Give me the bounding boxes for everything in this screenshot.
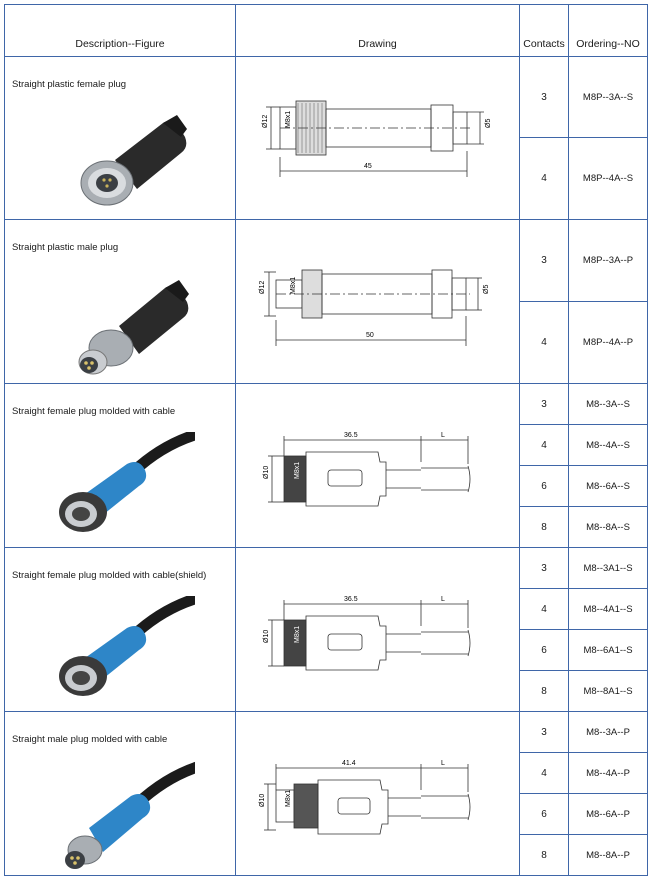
drawing-cell: 36.5 L Ø10 M8x1 [235, 547, 520, 712]
product-cell: Straight male plug molded with cable [4, 711, 236, 876]
female-plug-drawing: Ø12 M8x1 45 Ø5 [262, 100, 492, 177]
dim-diameter: Ø10 [263, 466, 270, 479]
header-description: Description--Figure [4, 4, 236, 57]
contacts-cell: 4 [519, 588, 569, 630]
ordering-cell: M8--6A1--S [568, 629, 648, 671]
ordering-cell: M8--3A1--S [568, 547, 648, 589]
contacts-cell: 3 [519, 219, 569, 302]
female-cable-drawing: 36.5 L Ø10 M8x1 [263, 432, 471, 507]
table-row: 6 M8--6A--S [5, 465, 648, 507]
contacts-cell: 4 [519, 137, 569, 220]
product-table: Description--Figure Drawing Contacts Ord… [4, 4, 648, 876]
contacts-cell: 4 [519, 752, 569, 794]
dim-thread: M8x1 [294, 462, 301, 479]
dim-cable: L [441, 760, 445, 767]
ordering-cell: M8--8A--S [568, 506, 648, 548]
ordering-cell: M8--4A1--S [568, 588, 648, 630]
ordering-cell: M8P--3A--S [568, 56, 648, 138]
product-title: Straight male plug molded with cable [12, 734, 168, 745]
dim-end: Ø5 [485, 119, 492, 128]
ordering-cell: M8P--4A--S [568, 137, 648, 220]
table-row: 4 M8--4A--S [5, 424, 648, 466]
contacts-cell: 3 [519, 547, 569, 589]
ordering-cell: M8--8A--P [568, 834, 648, 876]
male-cable-drawing: 41.4 L Ø10 M8x1 [259, 760, 471, 835]
blue-male-cable-photo [65, 761, 195, 869]
dim-cable: L [441, 596, 445, 603]
table-row: Straight plastic female plug [4, 56, 648, 220]
contacts-cell: 3 [519, 383, 569, 425]
black-male-plug-photo [78, 280, 189, 375]
header-ordering: Ordering--NO [568, 4, 648, 57]
contacts-cell: 6 [519, 629, 569, 671]
dim-length: 36.5 [344, 596, 358, 603]
dim-length: 41.4 [342, 760, 356, 767]
contacts-cell: 3 [519, 56, 569, 138]
contacts-cell: 8 [519, 670, 569, 712]
product-title: Straight plastic male plug [12, 242, 119, 253]
dim-diameter: Ø10 [259, 794, 266, 807]
table-row: 4 M8--4A1--S [5, 588, 648, 630]
ordering-cell: M8P--3A--P [568, 219, 648, 302]
dim-thread: M8x1 [285, 790, 292, 807]
drawing-cell: Ø12 M8x1 50 Ø5 [235, 219, 520, 384]
drawing-cell: 41.4 L Ø10 M8x1 [235, 711, 520, 876]
table-row: 6 M8--6A1--S [5, 629, 648, 671]
blue-female-cable-photo [59, 432, 195, 532]
drawing-cell: Ø12 M8x1 45 Ø5 [235, 56, 520, 220]
drawing-cell: 36.5 L Ø10 M8x1 [235, 383, 520, 548]
table-row: Straight male plug molded with cable [4, 711, 648, 876]
contacts-cell: 4 [519, 424, 569, 466]
ordering-cell: M8P--4A--P [568, 301, 648, 384]
table-row: 8 M8--8A1--S [5, 670, 648, 712]
contacts-cell: 4 [519, 301, 569, 384]
product-title: Straight female plug molded with cable [12, 406, 176, 417]
table-row: 6 M8--6A--P [5, 793, 648, 835]
dim-length: 50 [366, 332, 374, 339]
contacts-cell: 6 [519, 465, 569, 507]
ordering-cell: M8--6A--S [568, 465, 648, 507]
black-female-plug-photo [80, 115, 187, 206]
contacts-cell: 8 [519, 834, 569, 876]
ordering-cell: M8--8A1--S [568, 670, 648, 712]
product-title: Straight plastic female plug [12, 79, 127, 90]
dim-thread: M8x1 [294, 626, 301, 643]
product-cell: Straight plastic male plug [4, 219, 236, 384]
male-plug-drawing: Ø12 M8x1 50 Ø5 [259, 269, 490, 346]
table-row: 8 M8--8A--P [5, 834, 648, 876]
product-cell: Straight plastic female plug [4, 56, 236, 220]
ordering-cell: M8--3A--P [568, 711, 648, 753]
contacts-cell: 6 [519, 793, 569, 835]
product-cell: Straight female plug molded with cable(s… [4, 547, 236, 712]
table-row: Straight female plug molded with cable(s… [4, 547, 648, 712]
female-shield-cable-drawing: 36.5 L Ø10 M8x1 [263, 596, 471, 671]
table-row: Straight plastic male plug [4, 219, 648, 384]
dim-end: Ø5 [483, 285, 490, 294]
header-contacts: Contacts [519, 4, 569, 57]
dim-thread: M8x1 [285, 111, 292, 128]
dim-diameter: Ø10 [263, 630, 270, 643]
table-row: 8 M8--8A--S [5, 506, 648, 548]
ordering-cell: M8--4A--P [568, 752, 648, 794]
ordering-cell: M8--4A--S [568, 424, 648, 466]
dim-cable: L [441, 432, 445, 439]
dim-length: 36.5 [344, 432, 358, 439]
contacts-cell: 8 [519, 506, 569, 548]
product-cell: Straight female plug molded with cable [4, 383, 236, 548]
table-row: Straight female plug molded with cable [4, 383, 648, 548]
header-row: Description--Figure Drawing Contacts Ord… [4, 4, 648, 57]
dim-thread: M8x1 [290, 277, 297, 294]
dim-length: 45 [364, 163, 372, 170]
dim-diameter: Ø12 [259, 281, 266, 294]
product-title: Straight female plug molded with cable(s… [12, 570, 207, 581]
header-drawing: Drawing [235, 4, 520, 57]
table-row: 4 M8--4A--P [5, 752, 648, 794]
ordering-cell: M8--3A--S [568, 383, 648, 425]
dim-diameter: Ø12 [262, 115, 269, 128]
contacts-cell: 3 [519, 711, 569, 753]
table-row: 4 M8P--4A--S [5, 137, 648, 220]
blue-female-shield-cable-photo [59, 596, 195, 696]
ordering-cell: M8--6A--P [568, 793, 648, 835]
